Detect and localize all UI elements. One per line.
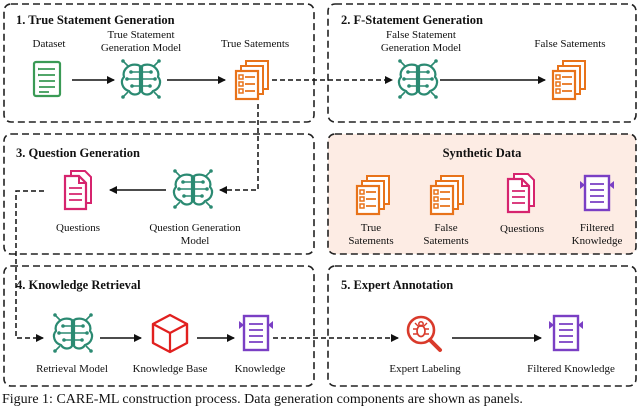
node-label: False Statement [386, 29, 456, 41]
node-label: Filtered [580, 222, 615, 234]
node-label: Model [181, 235, 210, 247]
node-label: Generation Model [101, 42, 181, 54]
node-false-statements: False Satements [534, 38, 606, 101]
node-label: Generation Model [381, 42, 461, 54]
node-synthetic-questions: Questions [500, 172, 544, 235]
panel-title: 2. F-Statement Generation [341, 13, 483, 27]
panel-title: 3. Question Generation [16, 146, 140, 160]
node-true-statement-generation-model: True Statement Generation Model [101, 29, 181, 100]
node-synthetic-filtered-knowledge: Filtered Knowledge [572, 174, 623, 247]
node-expert-labeling: Expert Labeling [389, 315, 461, 375]
connectors [15, 76, 546, 342]
documents-icon [63, 169, 93, 211]
panel-title: 1. True Statement Generation [16, 13, 175, 27]
node-label: True [361, 222, 381, 234]
node-synthetic-true-statements: True Satements [348, 174, 394, 247]
document-icon [32, 60, 62, 98]
node-label: Retrieval Model [36, 363, 108, 375]
knowledge-icon [547, 314, 585, 352]
panel-f-statement-generation: 2. F-Statement Generation [327, 3, 637, 123]
node-label: Questions [56, 222, 100, 234]
stacked-documents-icon [429, 174, 465, 216]
node-dataset: Dataset [32, 38, 66, 98]
node-false-statement-generation-model: False Statement Generation Model [381, 29, 461, 100]
node-label: Knowledge [235, 363, 286, 375]
node-knowledge: Knowledge [235, 314, 286, 375]
node-synthetic-false-statements: False Satements [423, 174, 469, 247]
node-label: False Satements [534, 38, 605, 50]
node-label: True Satements [221, 38, 289, 50]
node-label: Questions [500, 223, 544, 235]
node-label: Satements [423, 235, 468, 247]
node-label: Expert Labeling [389, 363, 461, 375]
node-label: True Statement [107, 29, 174, 41]
node-label: Satements [348, 235, 393, 247]
panel-question-generation: 3. Question Generation [3, 133, 315, 255]
node-question-generation-model: Question Generation Model [149, 168, 241, 247]
node-label: Knowledge [572, 235, 623, 247]
cube-icon [151, 313, 189, 354]
panel-synthetic-data: Synthetic Data [327, 133, 637, 255]
figure-caption: Figure 1: CARE-ML construction process. … [2, 392, 523, 407]
panel-expert-annotation: 5. Expert Annotation [327, 265, 637, 387]
arrow-true-statements-to-question-model [219, 104, 259, 194]
node-label: Dataset [33, 38, 66, 50]
node-knowledge-base: Knowledge Base [133, 313, 208, 375]
panel-title: Synthetic Data [443, 146, 523, 160]
panel-title: 5. Expert Annotation [341, 278, 453, 292]
stacked-documents-icon [234, 59, 270, 101]
node-true-statements: True Satements [221, 38, 289, 101]
node-label: False [434, 222, 457, 234]
node-label: Question Generation [149, 222, 241, 234]
node-filtered-knowledge: Filtered Knowledge [527, 314, 615, 375]
arrow-questions-to-retrieval-model [15, 190, 44, 342]
knowledge-icon [578, 174, 616, 212]
node-retrieval-model: Retrieval Model [36, 312, 108, 375]
knowledge-icon [237, 314, 275, 352]
documents-icon [506, 172, 536, 214]
node-label: Filtered Knowledge [527, 363, 615, 375]
node-questions: Questions [56, 169, 100, 234]
stacked-documents-icon [551, 59, 587, 101]
panel-title: 4. Knowledge Retrieval [16, 278, 141, 292]
stacked-documents-icon [355, 174, 391, 216]
node-label: Knowledge Base [133, 363, 208, 375]
